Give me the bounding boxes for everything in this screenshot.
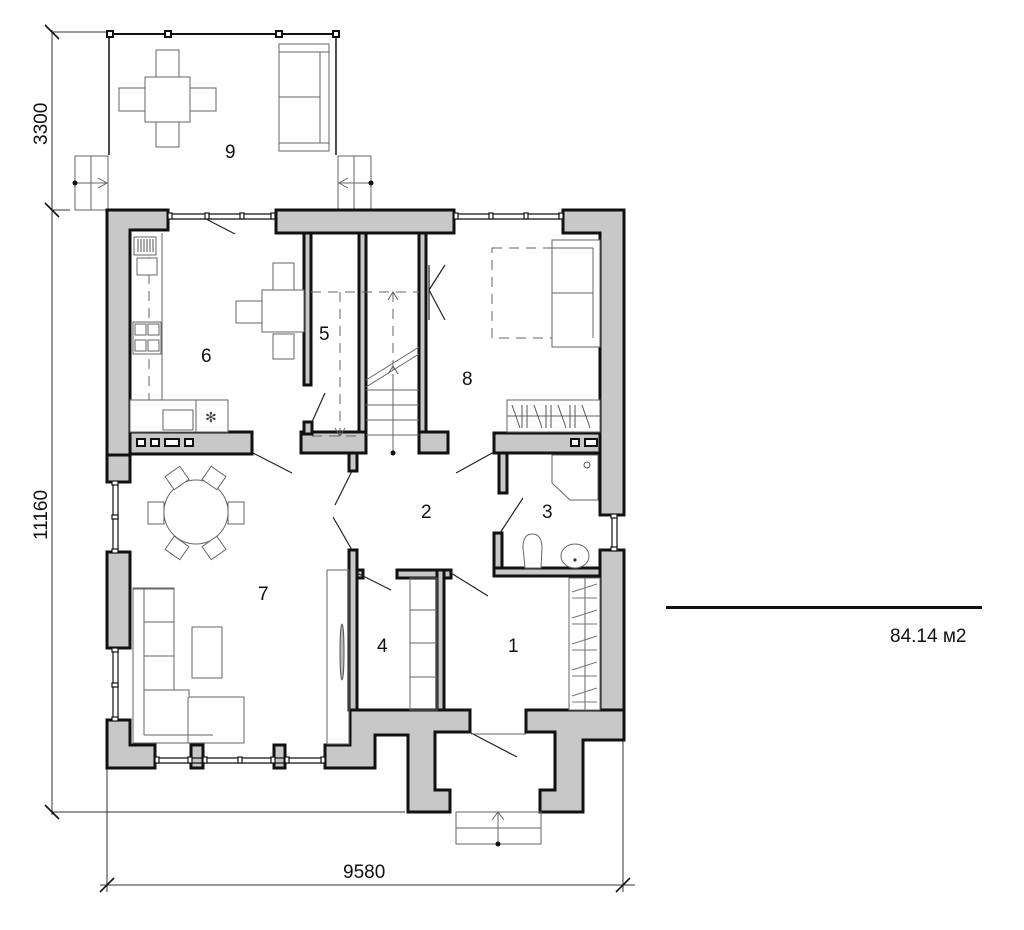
dimension-house-depth: 11160: [31, 490, 52, 540]
terrace-table: [144, 76, 191, 123]
windows: [111, 212, 618, 764]
outlets: [136, 438, 598, 447]
refrigerator: [195, 399, 229, 433]
kitchen-sink: [136, 257, 158, 276]
area-divider: [666, 606, 982, 609]
hall-wardrobe: [409, 577, 601, 711]
room-label-6: 6: [201, 346, 212, 367]
room-label-4: 4: [377, 636, 388, 657]
kitchen-furniture: ✻: [129, 233, 305, 433]
svg-text:✻: ✻: [205, 409, 217, 425]
kitchen-stove: [132, 321, 162, 355]
dimension-terrace: 3300: [31, 103, 52, 145]
staircase: [311, 291, 420, 456]
terrace: [72, 30, 374, 211]
total-area: 84.14 м2: [890, 626, 967, 647]
room-label-1: 1: [508, 636, 519, 657]
room-label-3: 3: [542, 502, 553, 523]
bathroom-fixtures: [522, 454, 599, 569]
washbasin: [560, 543, 590, 569]
room-label-5: 5: [319, 324, 330, 345]
toilet: [522, 533, 543, 569]
dimension-house-width: 9580: [343, 862, 385, 883]
entrance-steps: [455, 811, 542, 847]
room-label-2: 2: [421, 502, 432, 523]
room-label-7: 7: [258, 584, 269, 605]
room-label-8: 8: [462, 369, 473, 390]
living-furniture: [132, 465, 350, 745]
dimension-lines: [44, 24, 635, 893]
bedroom-furniture: [491, 239, 601, 433]
doors: [252, 264, 526, 758]
room-label-9: 9: [225, 142, 236, 163]
shower-tray: [551, 454, 599, 501]
kitchen-table: [261, 289, 305, 333]
coffee-table: [191, 626, 223, 679]
